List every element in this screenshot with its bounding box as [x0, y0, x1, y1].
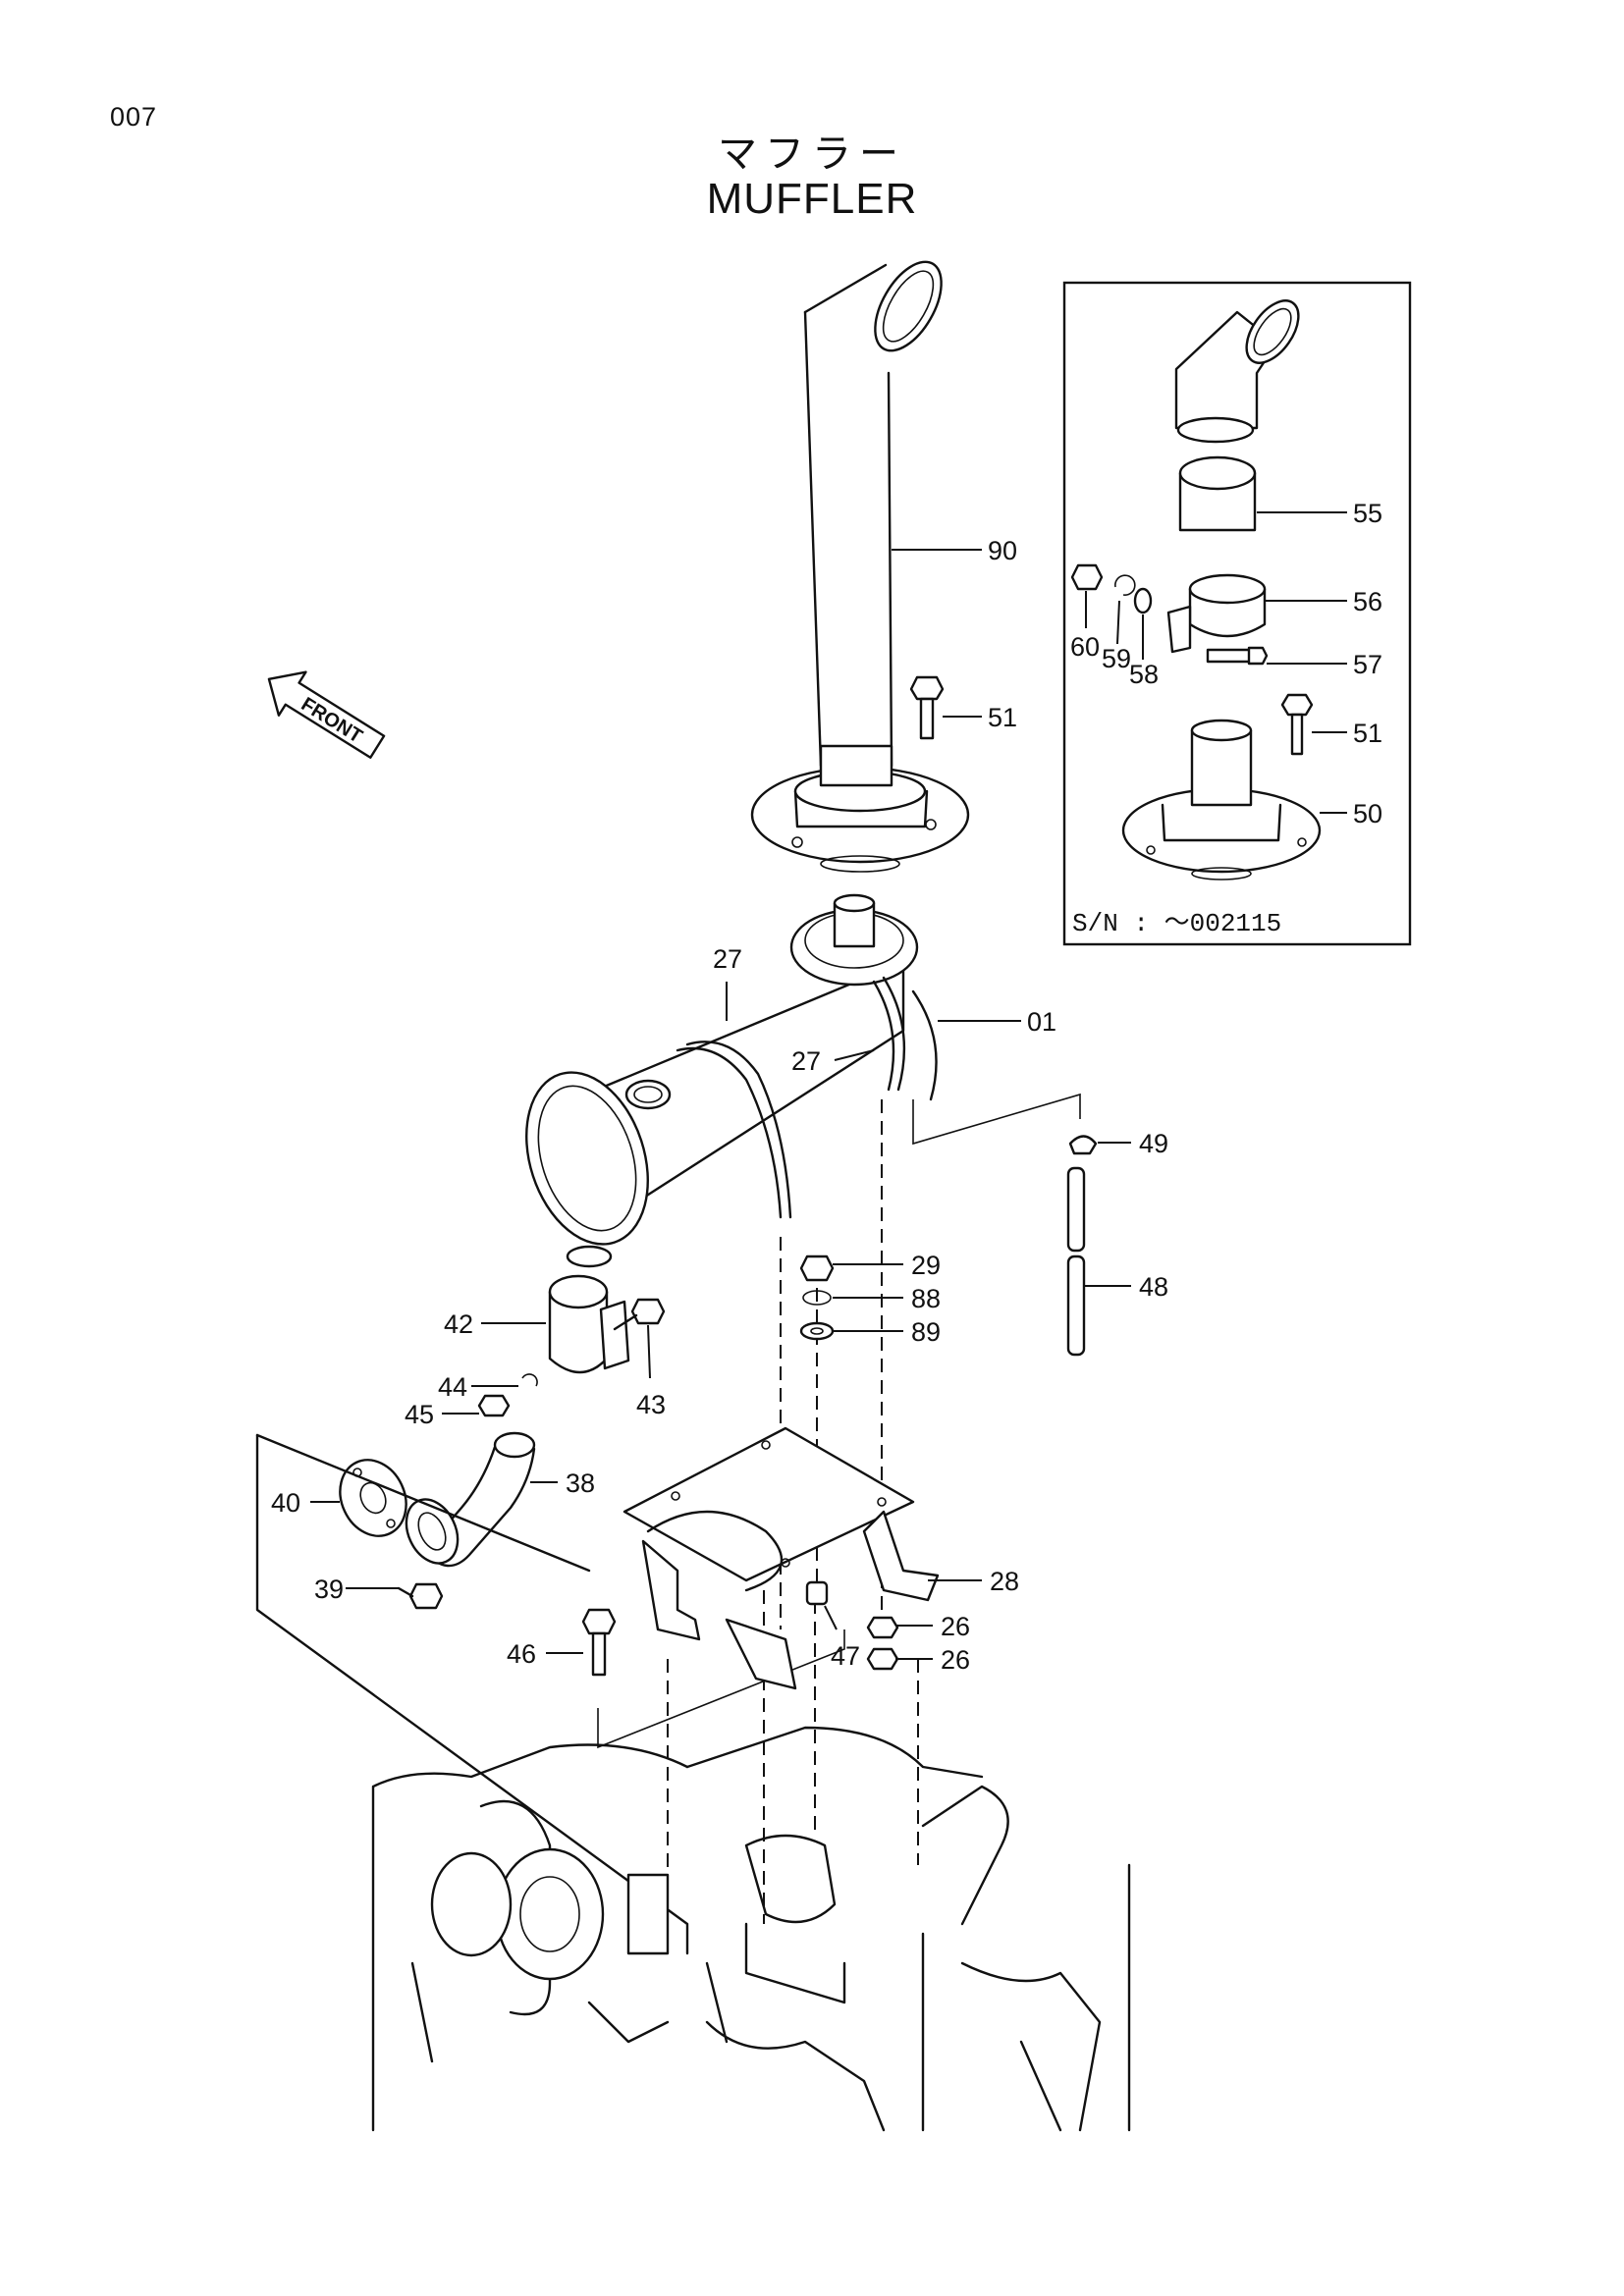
callout-26-upper: 26 [941, 1612, 970, 1641]
serial-number-note: S/N : ～002115 [1072, 909, 1281, 938]
callout-88: 88 [911, 1284, 941, 1313]
leader-lines [310, 511, 1347, 1660]
collar-47 [805, 1580, 829, 1606]
inset-callout-55: 55 [1353, 499, 1382, 528]
inset-clamp-56 [1166, 573, 1267, 654]
clamp-42 [548, 1274, 630, 1374]
callout-51: 51 [988, 703, 1017, 732]
ring-44 [521, 1373, 538, 1387]
nut-45 [477, 1394, 511, 1417]
callout-01: 01 [1027, 1007, 1056, 1037]
callout-40: 40 [271, 1488, 300, 1518]
inset-adapter-55 [1178, 455, 1257, 532]
callout-42: 42 [444, 1309, 473, 1339]
inset-tail-pipe [1174, 299, 1300, 444]
bolt-46 [581, 1608, 617, 1677]
inset-box: S/N : ～002115 [1062, 281, 1412, 946]
callout-47: 47 [831, 1641, 860, 1671]
inset-callout-51: 51 [1353, 719, 1382, 748]
inset-callout-50: 50 [1353, 799, 1382, 828]
callout-43: 43 [636, 1390, 666, 1419]
inset-base-flange-50 [1121, 719, 1322, 881]
bolt-51 [909, 675, 945, 740]
callout-46: 46 [507, 1639, 536, 1669]
clip-49 [1068, 1135, 1098, 1155]
bolt-43 [613, 1298, 666, 1331]
bolt-39 [397, 1582, 444, 1610]
inset-bolt-51 [1280, 693, 1314, 756]
inset-callout-59: 59 [1102, 644, 1131, 673]
callout-89: 89 [911, 1317, 941, 1347]
callout-44: 44 [438, 1372, 467, 1402]
inset-bolt-57 [1206, 646, 1269, 666]
nut-26-upper [866, 1616, 899, 1639]
callout-27-lower: 27 [791, 1046, 821, 1076]
hose-48 [1066, 1166, 1086, 1357]
callout-26-lower: 26 [941, 1645, 970, 1675]
tail-pipe-flange [750, 744, 970, 873]
callout-90: 90 [988, 536, 1017, 565]
spring-washer-88 [802, 1290, 832, 1306]
callout-45: 45 [405, 1400, 434, 1429]
inset-nut-60 [1070, 563, 1104, 591]
page-number: 007 [110, 102, 158, 132]
front-arrow-icon: FRONT [267, 670, 386, 759]
callout-labels: 90 51 01 27 27 49 48 29 88 89 28 26 26 4… [271, 499, 1382, 1675]
callout-28: 28 [990, 1567, 1019, 1596]
callout-39: 39 [314, 1575, 344, 1604]
bracket-28 [623, 1426, 940, 1690]
inset-callout-60: 60 [1070, 632, 1100, 662]
inset-callout-58: 58 [1129, 660, 1159, 689]
title-japanese: マフラー [718, 132, 906, 177]
inset-callout-57: 57 [1353, 650, 1382, 679]
washer-89 [799, 1321, 835, 1341]
nut-29 [799, 1255, 835, 1282]
callout-49: 49 [1139, 1129, 1168, 1158]
muffler-body [525, 893, 938, 1268]
gasket-40 [339, 1459, 407, 1537]
inset-spring-washer-59 [1114, 574, 1136, 596]
engine-outline [255, 1433, 1131, 2132]
nut-26-lower [866, 1647, 899, 1671]
callout-48: 48 [1139, 1272, 1168, 1302]
callout-38: 38 [566, 1468, 595, 1498]
inset-callout-56: 56 [1353, 587, 1382, 616]
callout-27-upper: 27 [713, 944, 742, 974]
inset-washer-58 [1133, 587, 1153, 614]
title-english: MUFFLER [706, 175, 918, 223]
elbow-pipe-38 [405, 1431, 536, 1568]
callout-29: 29 [911, 1251, 941, 1280]
